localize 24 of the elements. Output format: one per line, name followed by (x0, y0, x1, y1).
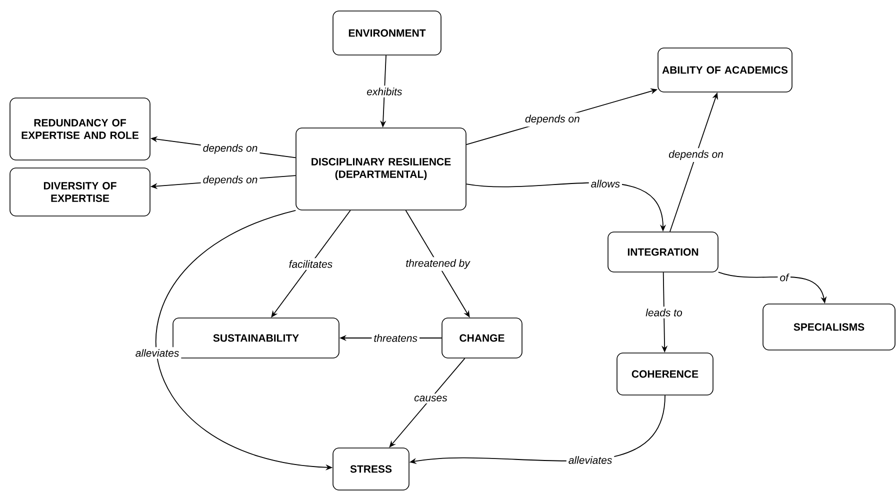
concept-box: INTEGRATION (608, 232, 718, 272)
edge-label: causes (412, 394, 450, 404)
concept-box: DIVERSITY OF EXPERTISE (10, 168, 150, 216)
edge-label: of (778, 272, 790, 284)
edge-label: depends on (200, 174, 260, 188)
concept-box: DISCIPLINARY RESILIENCE (DEPARTMENTAL) (296, 128, 466, 210)
edge-label: depends on (666, 148, 726, 162)
concept-box: SPECIALISMS (762, 304, 896, 350)
concept-box: CHANGE (442, 318, 522, 358)
edge-label: exhibits (364, 86, 404, 98)
concept-box: ENVIRONMENT (332, 10, 442, 56)
edge-label: alleviates (133, 347, 182, 359)
edge-label: allows (588, 178, 622, 190)
edge-label: alleviates (566, 454, 614, 466)
concept-box: REDUNDANCY OF EXPERTISE AND ROLE (10, 98, 150, 160)
concept-box: COHERENCE (616, 352, 714, 396)
edge-label: threatened by (404, 257, 472, 271)
edge-label: depends on (523, 112, 582, 127)
concept-box: STRESS (332, 448, 410, 490)
edge-label: leads to (644, 306, 684, 318)
concept-box: ABILITY OF ACADEMICS (658, 48, 792, 92)
edge-label: facilitates (286, 258, 335, 270)
edge-label: depends on (200, 142, 260, 156)
edge-label: threatens (372, 332, 420, 344)
